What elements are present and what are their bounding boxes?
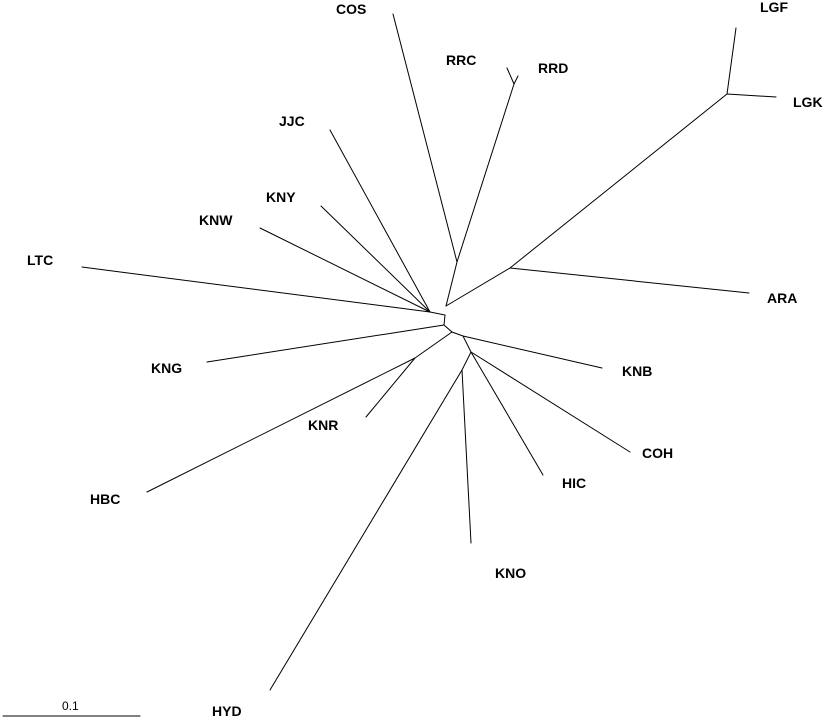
leaf-label-ara: ARA bbox=[767, 290, 797, 306]
branch-central-node bbox=[429, 311, 464, 337]
branch-rrc bbox=[506, 67, 515, 85]
leaf-label-kno: KNO bbox=[495, 565, 526, 581]
branch-knw bbox=[259, 227, 431, 313]
leaf-labels: COS LGF RRC RRD LGK JJC KNY KNW LTC ARA … bbox=[27, 0, 823, 719]
branch-hbc-knr-stem bbox=[414, 331, 453, 359]
branch-cos bbox=[392, 13, 458, 263]
scale-bar: 0.1 bbox=[2, 699, 141, 717]
branch-rrd bbox=[513, 75, 519, 85]
leaf-label-ltc: LTC bbox=[27, 252, 53, 268]
leaf-label-knw: KNW bbox=[199, 212, 233, 228]
branch-knb bbox=[462, 335, 603, 369]
branch-rr-stem bbox=[456, 83, 515, 263]
branch-hyd bbox=[269, 369, 463, 691]
leaf-label-cos: COS bbox=[336, 1, 366, 17]
leaf-label-hbc: HBC bbox=[90, 491, 120, 507]
branch-coh bbox=[470, 351, 631, 453]
leaf-label-knr: KNR bbox=[308, 417, 338, 433]
leaf-label-lgf: LGF bbox=[760, 0, 788, 15]
branch-kny bbox=[320, 205, 431, 313]
branch-lgk bbox=[726, 93, 777, 98]
leaf-label-kny: KNY bbox=[266, 189, 296, 205]
leaf-label-rrd: RRD bbox=[538, 60, 568, 76]
branch-ara bbox=[509, 267, 750, 294]
branch-kno bbox=[461, 369, 472, 544]
branch-lgf bbox=[726, 27, 737, 95]
leaf-label-hyd: HYD bbox=[212, 703, 242, 719]
branch-jjc bbox=[329, 129, 431, 313]
branch-upper-right-stem bbox=[445, 93, 728, 307]
scale-bar-label: 0.1 bbox=[62, 699, 79, 713]
leaf-label-coh: COH bbox=[642, 445, 673, 461]
leaf-label-hic: HIC bbox=[562, 475, 586, 491]
leaf-label-knb: KNB bbox=[622, 363, 652, 379]
leaf-label-lgk: LGK bbox=[793, 94, 823, 110]
branch-lower-right-stem bbox=[462, 335, 472, 353]
leaf-label-rrc: RRC bbox=[446, 52, 476, 68]
leaf-label-kng: KNG bbox=[151, 360, 182, 376]
branch-kng bbox=[206, 324, 445, 363]
branch-hic bbox=[470, 351, 544, 476]
branch-cos-rr-stem bbox=[445, 261, 458, 307]
branch-knr bbox=[365, 357, 416, 418]
branch-hbc bbox=[146, 357, 416, 493]
tree-branches bbox=[81, 13, 777, 691]
branch-ltc bbox=[81, 266, 431, 313]
leaf-label-jjc: JJC bbox=[279, 113, 305, 129]
branch-kno-hyd-stem bbox=[461, 351, 472, 371]
